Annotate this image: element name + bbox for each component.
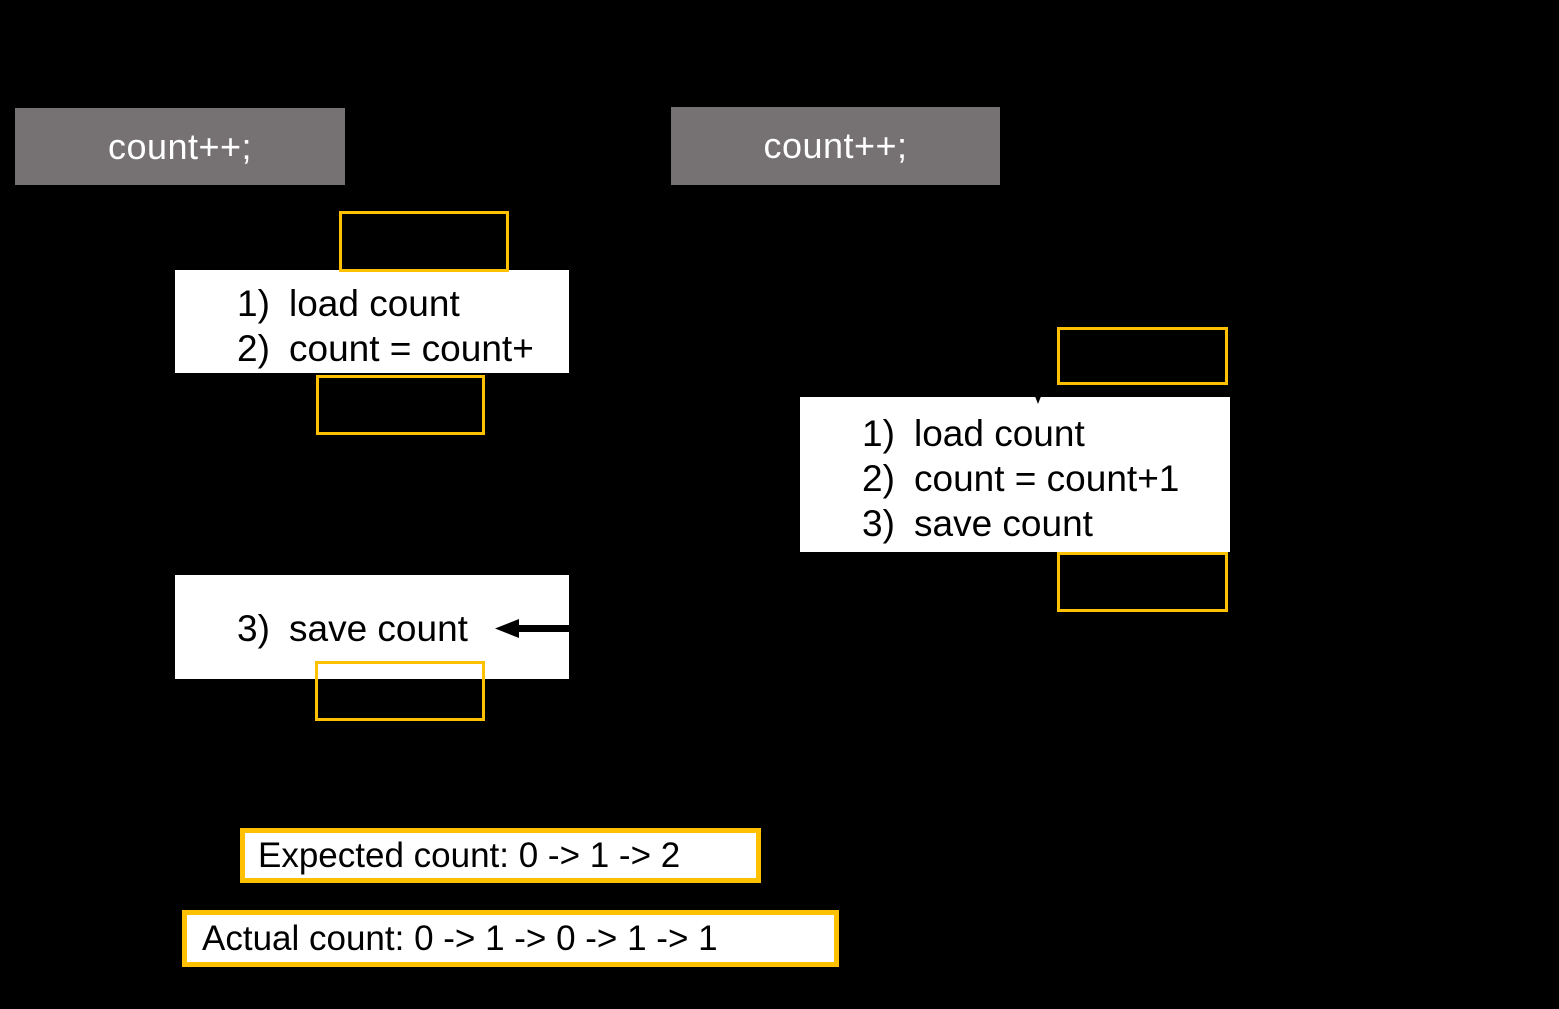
actual-count-callout: Actual count: 0 -> 1 -> 0 -> 1 -> 1 [182,910,839,967]
step-row: 3) save count [862,501,1230,546]
step-text: count = count+1 [914,458,1180,499]
step-text: count = count+ [289,328,534,369]
step-row: 1) load count [237,281,569,326]
memory-slot-left-middle [316,375,485,435]
thread-header-right-label: count++; [763,125,908,166]
step-number: 3) [862,503,895,544]
memory-slot-right-top [1057,327,1228,385]
thread-header-left: count++; [15,108,345,185]
thread-header-right: count++; [671,107,1000,185]
step-text: save count [914,503,1093,544]
thread-header-left-label: count++; [107,125,253,167]
step-number: 1) [862,413,895,454]
step-text: save count [289,608,468,649]
step-text: load count [914,413,1085,454]
step-row: 3) save count [237,606,569,651]
steps-panel-right-thread: 1) load count 2) count = count+1 3) save… [800,397,1230,552]
arrow-down-into-right-panel [1027,386,1049,406]
arrow-down-icon [1031,386,1045,404]
memory-slot-left-bottom [315,661,485,721]
steps-list-right: 1) load count 2) count = count+1 3) save… [800,397,1230,546]
expected-count-callout: Expected count: 0 -> 1 -> 2 [240,828,761,883]
steps-panel-left-thread: 1) load count 2) count = count+ [175,270,569,373]
step-number: 2) [862,458,895,499]
memory-slot-left-top [339,211,509,272]
steps-list-left: 1) load count 2) count = count+ [175,270,569,371]
arrow-into-save-count [495,619,575,639]
expected-count-label: Expected count: 0 -> 1 -> 2 [258,836,681,875]
step-row: 2) count = count+1 [862,456,1230,501]
actual-count-label: Actual count: 0 -> 1 -> 0 -> 1 -> 1 [202,919,718,958]
steps-list-left-save: 3) save count [175,575,569,651]
arrow-left-icon [495,619,575,638]
step-number: 1) [237,283,270,324]
step-text: load count [289,283,460,324]
memory-slot-right-bottom [1057,552,1228,612]
step-number: 2) [237,328,270,369]
step-row: 1) load count [862,411,1230,456]
step-number: 3) [237,608,270,649]
step-row: 2) count = count+ [237,326,569,371]
